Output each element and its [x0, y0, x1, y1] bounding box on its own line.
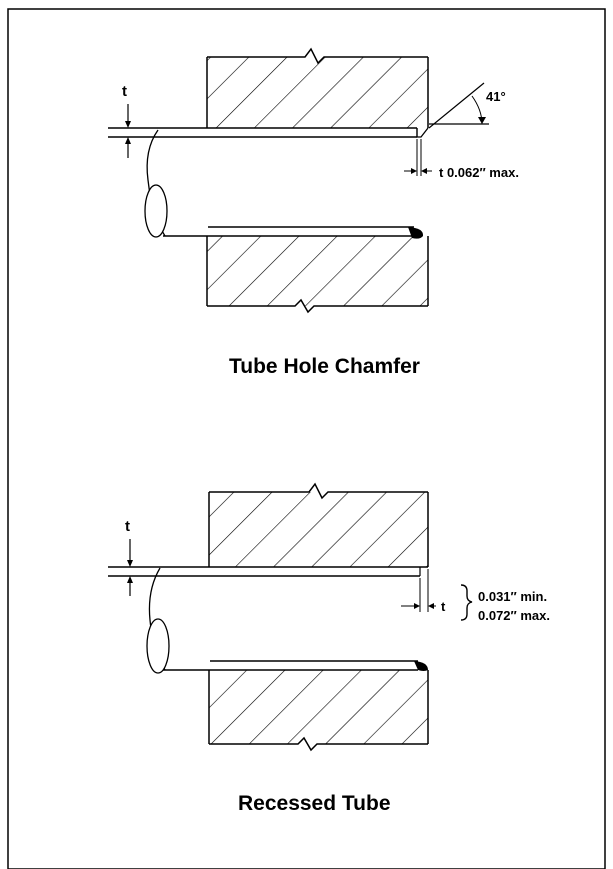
thickness-dimension-2	[127, 539, 133, 596]
thickness-dimension	[125, 104, 131, 158]
upper-tubesheet-section-2	[208, 482, 429, 568]
angle-indicator	[428, 82, 489, 129]
tube-break-ellipse	[144, 184, 168, 238]
lower-tubesheet-section	[206, 236, 429, 314]
chamfer-notch	[416, 127, 429, 138]
recess-label: t	[441, 599, 446, 614]
page-border	[7, 8, 606, 869]
chamfer-depth-dimension	[404, 139, 432, 176]
figure-2-caption: Recessed Tube	[238, 792, 391, 815]
upper-tubesheet-section	[206, 47, 429, 129]
tube-hole-chamfer-diagram: t 41° t 0.062″ max. Tube Hole Chamfer	[108, 47, 519, 378]
figure-1-caption: Tube Hole Chamfer	[229, 355, 420, 378]
dimension-brace	[460, 584, 473, 621]
thickness-label: t	[122, 83, 127, 100]
angle-label: 41°	[486, 89, 506, 104]
lower-tubesheet-section-2	[208, 670, 429, 752]
recess-max-label: 0.072″ max.	[478, 608, 550, 623]
recess-dimension	[401, 569, 436, 612]
recess-min-label: 0.031″ min.	[478, 589, 547, 604]
thickness-label-2: t	[125, 518, 130, 535]
tube-break-ellipse-2	[146, 618, 170, 674]
recessed-tube-diagram: t t 0.031″ min. 0.072″ max. Recessed Tub…	[108, 482, 550, 815]
chamfer-dimension-label: t 0.062″ max.	[439, 165, 519, 180]
